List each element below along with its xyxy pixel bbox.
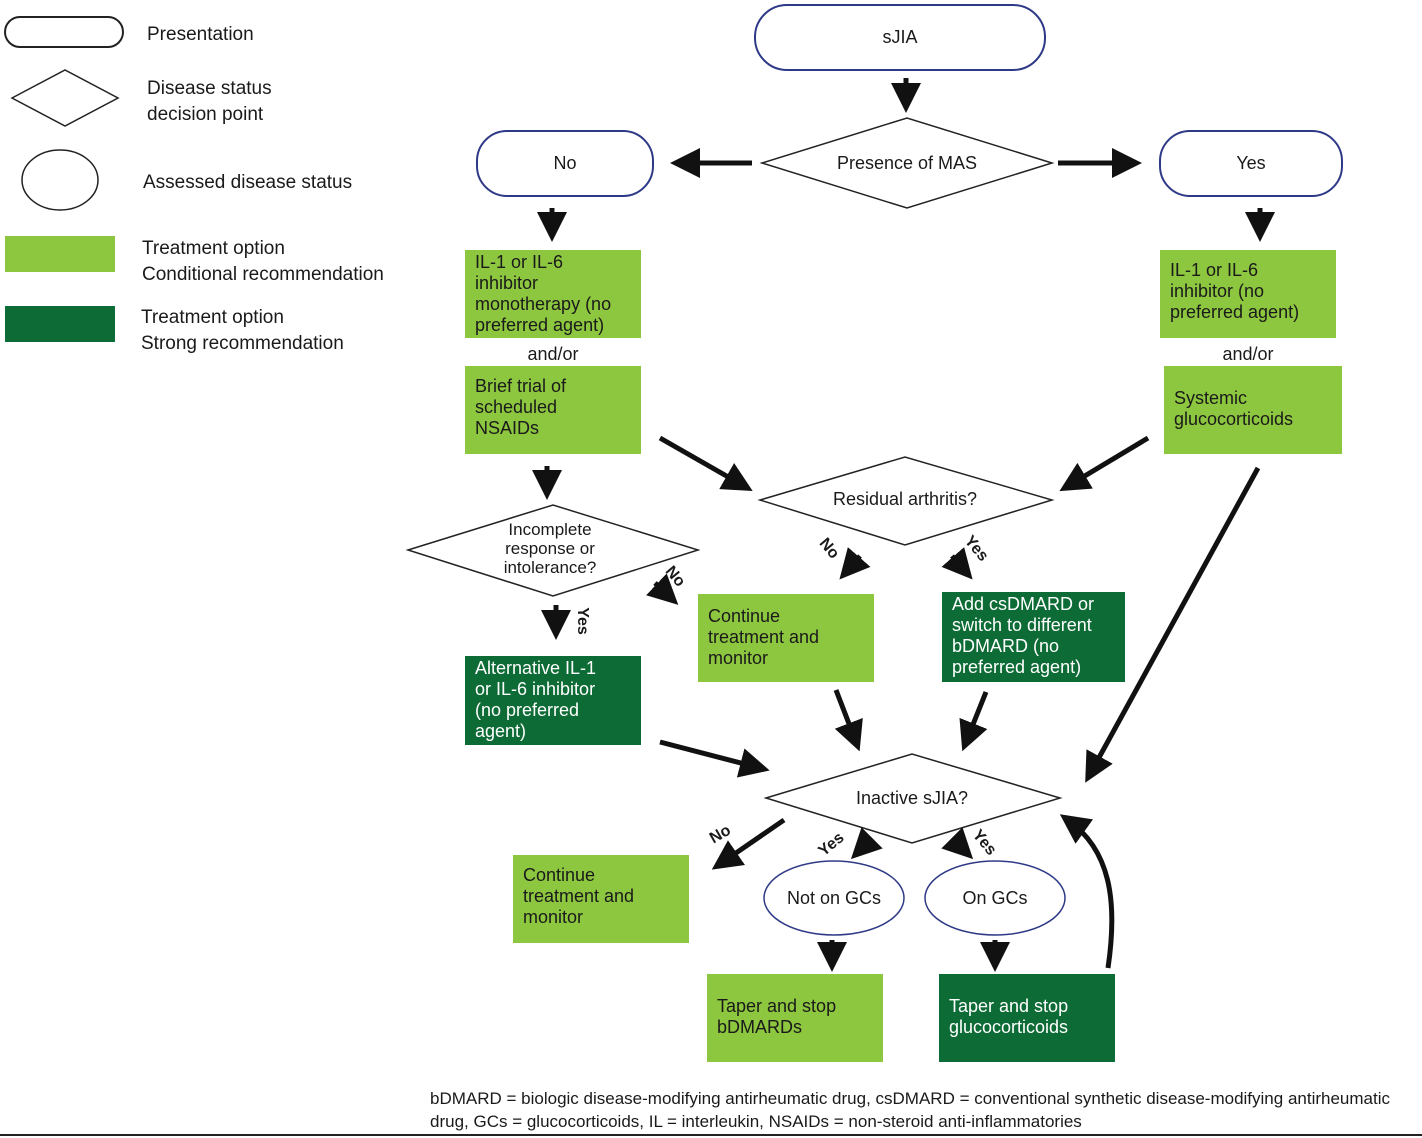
diamond-residual	[757, 456, 1055, 546]
node-no-mas	[476, 130, 654, 197]
node-sjia	[754, 4, 1046, 71]
box-il-monotherapy: IL-1 or IL-6 inhibitor monotherapy (no p…	[465, 250, 641, 338]
edge-label-incomplete-yes: Yes	[573, 607, 591, 635]
legend-assessed-shape	[21, 149, 99, 211]
diamond-inactive-label: Inactive sJIA?	[855, 788, 969, 808]
arrow-residual-no	[839, 547, 871, 580]
arrow-gc-inactive	[1085, 466, 1261, 783]
node-yes-mas-label: Yes	[1236, 153, 1266, 173]
box-alternative-il: Alternative IL-1 or IL-6 inhibitor (no p…	[465, 656, 641, 745]
box-continue-monitor-1: Continue treatment and monitor	[698, 594, 874, 682]
diamond-incomplete	[405, 504, 701, 597]
node-yes-mas	[1159, 130, 1343, 197]
box-taper-gc: Taper and stop glucocorticoids	[939, 974, 1115, 1062]
diamond-residual-label: Residual arthritis?	[832, 489, 978, 509]
diamond-mas	[759, 117, 1055, 209]
arrow-taper-gc-return	[1059, 814, 1115, 969]
box-add-csdmard: Add csDMARD or switch to different bDMAR…	[942, 592, 1125, 682]
node-sjia-label: sJIA	[882, 27, 918, 47]
diamond-mas-label: Presence of MAS	[836, 153, 978, 173]
node-on-gc-label: On GCs	[962, 888, 1028, 908]
arrow-residual-yes	[941, 547, 973, 580]
label-andor-left: and/or	[527, 344, 579, 364]
legend-assessed-label: Assessed disease status	[143, 172, 353, 193]
legend-presentation-shape	[4, 16, 124, 48]
legend-presentation-label: Presentation	[147, 24, 254, 45]
box-il-inhibitor: IL-1 or IL-6 inhibitor (no preferred age…	[1160, 250, 1336, 338]
abbreviations-footnote: bDMARD = biologic disease-modifying anti…	[430, 1089, 1390, 1131]
arrow-add-inactive	[959, 691, 989, 752]
legend-strong-swatch	[5, 306, 115, 342]
bottom-divider	[0, 1134, 1422, 1136]
legend-conditional-swatch	[5, 236, 115, 272]
diamond-incomplete-label: Incomplete response or intolerance?	[503, 520, 597, 577]
node-not-on-gc	[763, 860, 905, 936]
arrow-inactive-yes-left	[850, 827, 883, 860]
arrow-inactive-no	[711, 817, 786, 870]
arrow-gc-residual	[1059, 435, 1150, 492]
arrow-continue1-inactive	[833, 689, 863, 752]
arrow-alt-inactive	[659, 739, 770, 778]
box-nsaids: Brief trial of scheduled NSAIDs	[465, 366, 641, 454]
box-continue-monitor-2: Continue treatment and monitor	[513, 855, 689, 943]
node-not-on-gc-label: Not on GCs	[786, 888, 882, 908]
arrow-inactive-yes-right	[941, 827, 974, 860]
box-taper-bdmard: Taper and stop bDMARDs	[707, 974, 883, 1062]
arrow-nsaids-residual	[658, 435, 753, 491]
legend-decision-shape	[10, 69, 120, 127]
arrow-incomplete-no	[646, 573, 679, 605]
node-no-mas-label: No	[553, 153, 577, 173]
legend-strong-label: Treatment option Strong recommendation	[141, 307, 344, 354]
legend-conditional-label: Treatment option Conditional recommendat…	[142, 238, 384, 285]
label-andor-right: and/or	[1222, 344, 1274, 364]
node-on-gc	[924, 860, 1066, 936]
box-systemic-gc: Systemic glucocorticoids	[1164, 366, 1342, 454]
legend-decision-label: Disease status decision point	[147, 78, 272, 125]
